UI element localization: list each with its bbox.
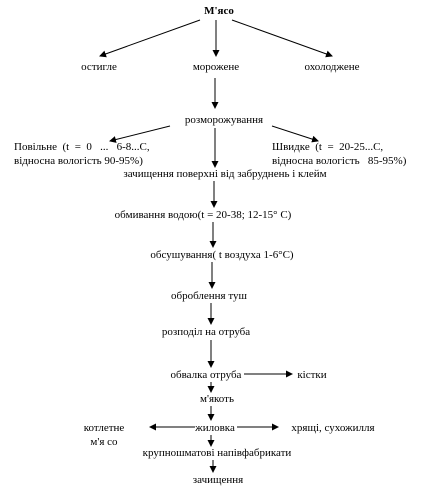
node-chilled: остигле (81, 61, 117, 73)
node-slow-title: Повільне (t = 0 ... 6-8...С, (14, 141, 150, 153)
node-division: розподіл на отруба (162, 326, 250, 338)
node-bones: кістки (297, 369, 326, 381)
arrow-defrosting-to-fast (271, 125, 319, 143)
node-semi-finished: крупношматові напівфабрикати (143, 447, 292, 459)
node-final-cleaning: зачищення (193, 474, 243, 486)
node-deboning: обвалка отруба (171, 369, 242, 381)
node-washing: обмивання водою(t = 20-38; 12-15° С) (115, 209, 292, 221)
node-cutlet-meat-line2: м'я со (90, 436, 118, 448)
node-frozen: морожене (193, 61, 239, 73)
node-fast-humidity: відносна вологість 85-95%) (272, 155, 407, 167)
node-carcass-processing: оброблення туш (171, 290, 248, 302)
arrow-defrosting-to-slow (109, 125, 171, 143)
node-defrosting: розморожування (185, 114, 263, 126)
arrow-root-to-chilled (99, 19, 201, 58)
node-meat-pulp: м'якоть (200, 393, 234, 405)
node-slow-humidity: відносна вологість 90-95%) (14, 155, 143, 167)
node-cartilage: хрящі, сухожилля (291, 422, 374, 434)
node-fast-title: Швидке (t = 20-25...С, (272, 141, 383, 153)
node-cooled: охолоджене (304, 61, 359, 73)
node-drying: обсушування( t воздуха 1-6°С) (150, 249, 294, 261)
arrow-root-to-cooled (231, 19, 333, 58)
node-root: М'ясо (204, 5, 234, 17)
node-cutlet-meat-line1: котлетне (84, 422, 125, 434)
node-trimming: жиловка (194, 422, 235, 434)
node-cleaning: зачищення поверхні від забруднень і клей… (123, 168, 326, 180)
